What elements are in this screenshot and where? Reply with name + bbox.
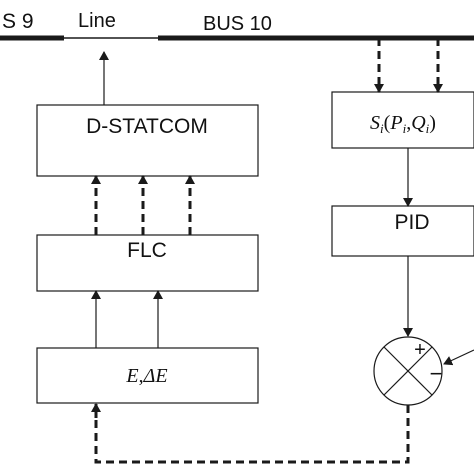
delta-error-variable: ΔE — [143, 365, 168, 387]
error-variable: E — [125, 365, 138, 387]
dstatcom-block — [36, 104, 259, 177]
flc-label: FLC — [127, 239, 167, 262]
bus-9-label: S 9 — [2, 10, 34, 33]
error-comma: , — [139, 365, 144, 387]
flc-block — [36, 234, 259, 292]
summing-minus-sign: − — [430, 361, 443, 386]
error-input-label: E,ΔE — [125, 365, 167, 387]
summing-plus-sign: + — [414, 339, 426, 361]
error-input-block — [36, 347, 259, 404]
pid-label: PID — [394, 211, 429, 234]
power-measurement-label: Si(Pi,Qi) — [370, 112, 436, 136]
pid-block — [331, 205, 474, 257]
feedback-dashed-path — [94, 405, 410, 464]
bus-10-label: BUS 10 — [203, 13, 272, 35]
dstatcom-label: D-STATCOM — [86, 115, 208, 138]
summing-junction-cross-2 — [383, 346, 433, 396]
line-label: Line — [78, 10, 116, 32]
reference-input-arrow — [443, 349, 474, 366]
power-measurement-block — [331, 91, 474, 149]
